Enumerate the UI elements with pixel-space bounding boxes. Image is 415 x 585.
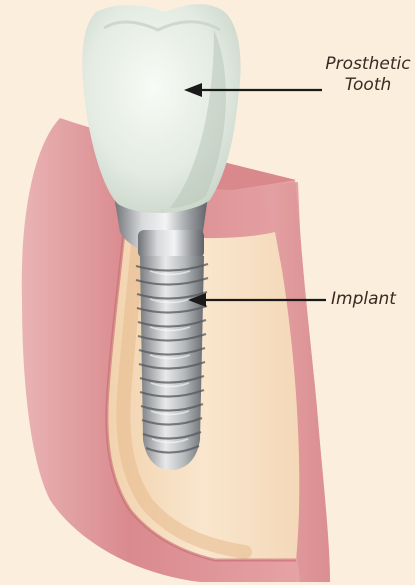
prosthetic-tooth-label-line1: Prosthetic — [322, 54, 414, 75]
prosthetic-tooth-label-line2: Tooth — [322, 75, 414, 96]
implant-label: Implant — [331, 289, 396, 310]
prosthetic-tooth-label: Prosthetic Tooth — [322, 54, 414, 96]
implant-collar — [138, 230, 204, 258]
